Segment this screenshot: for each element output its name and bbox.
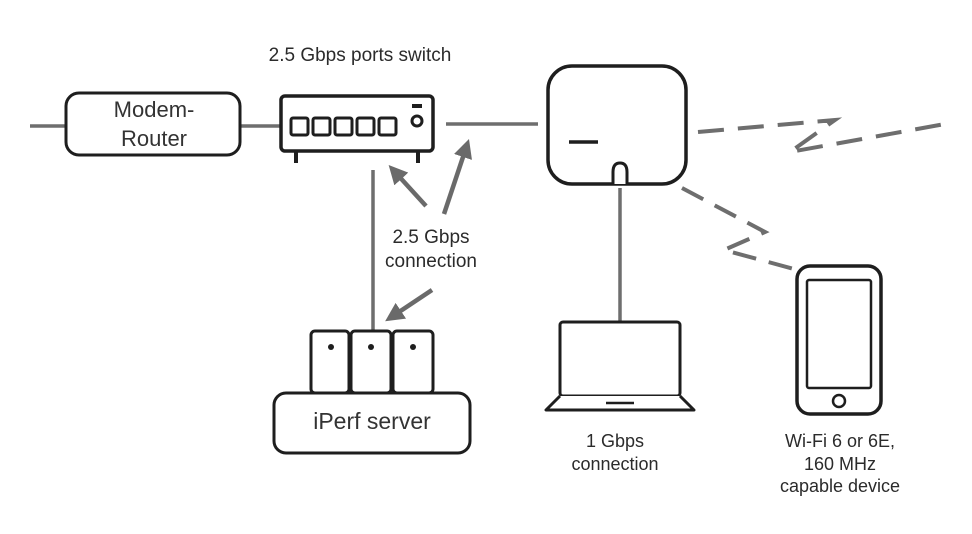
server-unit xyxy=(391,329,435,395)
modem-router-label-line: Router xyxy=(120,125,188,151)
wireless-links xyxy=(681,117,946,274)
smartphone-icon xyxy=(795,264,883,416)
iperf-server-box xyxy=(272,391,472,455)
access-point-icon xyxy=(546,64,688,186)
switch-port xyxy=(311,116,332,137)
device-label: Wi-Fi 6 or 6E, 160 MHz capable device xyxy=(740,430,940,498)
connection-1-label-line: 1 Gbps xyxy=(585,431,645,451)
wired-links xyxy=(30,122,622,330)
switch-icon xyxy=(279,94,435,163)
connection-1-label: 1 Gbps connection xyxy=(535,430,695,475)
connection-1-label-line: connection xyxy=(571,453,659,474)
switch-port xyxy=(355,116,376,137)
switch-power-button xyxy=(410,114,424,128)
arrow-to-switch-left xyxy=(388,165,428,208)
modem-router-label-line: Modem- xyxy=(113,97,195,122)
switch-port xyxy=(333,116,354,137)
modem-router-label: Modem- Router xyxy=(66,96,242,153)
switch-port xyxy=(289,116,310,137)
device-label-line: Wi-Fi 6 or 6E, xyxy=(784,431,895,451)
device-label-line: capable device xyxy=(779,476,901,496)
access-point-port xyxy=(611,161,629,184)
wireless-link-right xyxy=(697,117,946,154)
laptop-screen xyxy=(558,320,682,398)
server-led xyxy=(328,344,334,350)
server-led xyxy=(368,344,374,350)
arrow-to-server xyxy=(385,288,434,322)
server-unit xyxy=(309,329,351,395)
connection-25-label-line: connection xyxy=(385,250,477,272)
server-unit xyxy=(349,329,393,395)
phone-home-button xyxy=(831,393,847,409)
phone-body xyxy=(795,264,883,416)
laptop-icon xyxy=(544,320,696,412)
device-label-line: 160 MHz xyxy=(803,453,877,474)
switch-port xyxy=(377,116,398,137)
switch-led xyxy=(412,104,422,108)
modem-router-box xyxy=(64,91,242,157)
server-icon xyxy=(272,329,472,455)
server-led xyxy=(410,344,416,350)
iperf-server-label: iPerf server xyxy=(313,408,431,434)
connection-arrows xyxy=(385,139,472,322)
switch-title: 2.5 Gbps ports switch xyxy=(268,45,452,66)
connection-25-label-line: 2.5 Gbps xyxy=(392,227,470,248)
wireless-link-phone xyxy=(681,186,806,274)
connection-25-label: 2.5 Gbps connection xyxy=(356,226,506,274)
phone-screen xyxy=(805,278,873,390)
arrow-to-switch-right xyxy=(441,139,472,215)
